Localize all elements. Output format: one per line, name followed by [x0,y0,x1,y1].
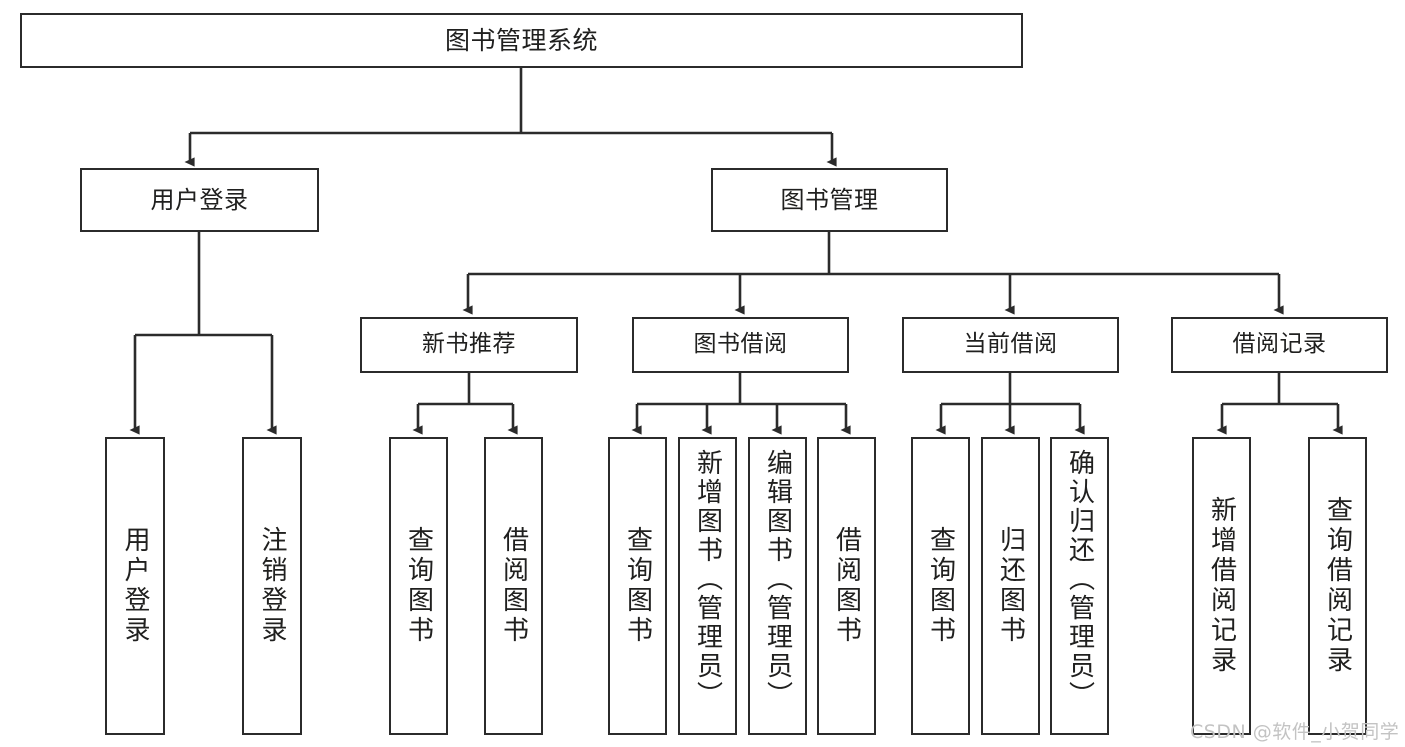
leaf-logout-label: 注销登录 [257,526,287,646]
leaf-borrow-book-1[interactable]: 借阅图书 [484,437,543,735]
leaf-query-book-2-label: 查询图书 [622,526,653,646]
leaf-confirm-return[interactable]: 确认归还（管理员） [1050,437,1109,735]
leaf-user-login[interactable]: 用户登录 [105,437,165,735]
node-borrow-record[interactable]: 借阅记录 [1171,317,1388,373]
leaf-add-record[interactable]: 新增借阅记录 [1192,437,1251,735]
leaf-query-book-3-label: 查询图书 [925,526,956,646]
leaf-edit-book-label: 编辑图书（管理员） [762,449,793,710]
node-new-book-rec-label: 新书推荐 [422,331,516,358]
leaf-return-book-label: 归还图书 [995,526,1026,646]
leaf-query-book-1[interactable]: 查询图书 [389,437,448,735]
node-book-manage-label: 图书管理 [780,185,879,214]
node-root-label: 图书管理系统 [444,25,598,55]
leaf-return-book[interactable]: 归还图书 [981,437,1040,735]
node-book-borrow-label: 图书借阅 [693,331,788,358]
node-user-login[interactable]: 用户登录 [80,168,319,232]
leaf-borrow-book-1-label: 借阅图书 [498,526,529,646]
leaf-query-record[interactable]: 查询借阅记录 [1308,437,1367,735]
leaf-edit-book[interactable]: 编辑图书（管理员） [748,437,807,735]
node-new-book-rec[interactable]: 新书推荐 [360,317,578,373]
leaf-borrow-book-2-label: 借阅图书 [831,526,862,646]
leaf-query-book-2[interactable]: 查询图书 [608,437,667,735]
csdn-watermark: CSDN @软件_小贺同学 [1190,721,1400,743]
node-current-borrow[interactable]: 当前借阅 [902,317,1119,373]
leaf-add-book[interactable]: 新增图书（管理员） [678,437,737,735]
node-current-borrow-label: 当前借阅 [963,331,1058,358]
leaf-borrow-book-2[interactable]: 借阅图书 [817,437,876,735]
leaf-add-record-label: 新增借阅记录 [1206,496,1237,676]
leaf-query-book-1-label: 查询图书 [403,526,434,646]
leaf-query-record-label: 查询借阅记录 [1322,496,1353,676]
leaf-user-login-label: 用户登录 [120,526,150,646]
leaf-add-book-label: 新增图书（管理员） [692,449,723,710]
node-borrow-record-label: 借阅记录 [1232,331,1327,358]
node-book-manage[interactable]: 图书管理 [711,168,948,232]
leaf-confirm-return-label: 确认归还（管理员） [1064,449,1095,710]
leaf-logout[interactable]: 注销登录 [242,437,302,735]
leaf-query-book-3[interactable]: 查询图书 [911,437,970,735]
node-user-login-label: 用户登录 [150,185,249,214]
node-book-borrow[interactable]: 图书借阅 [632,317,849,373]
node-root[interactable]: 图书管理系统 [20,13,1023,68]
